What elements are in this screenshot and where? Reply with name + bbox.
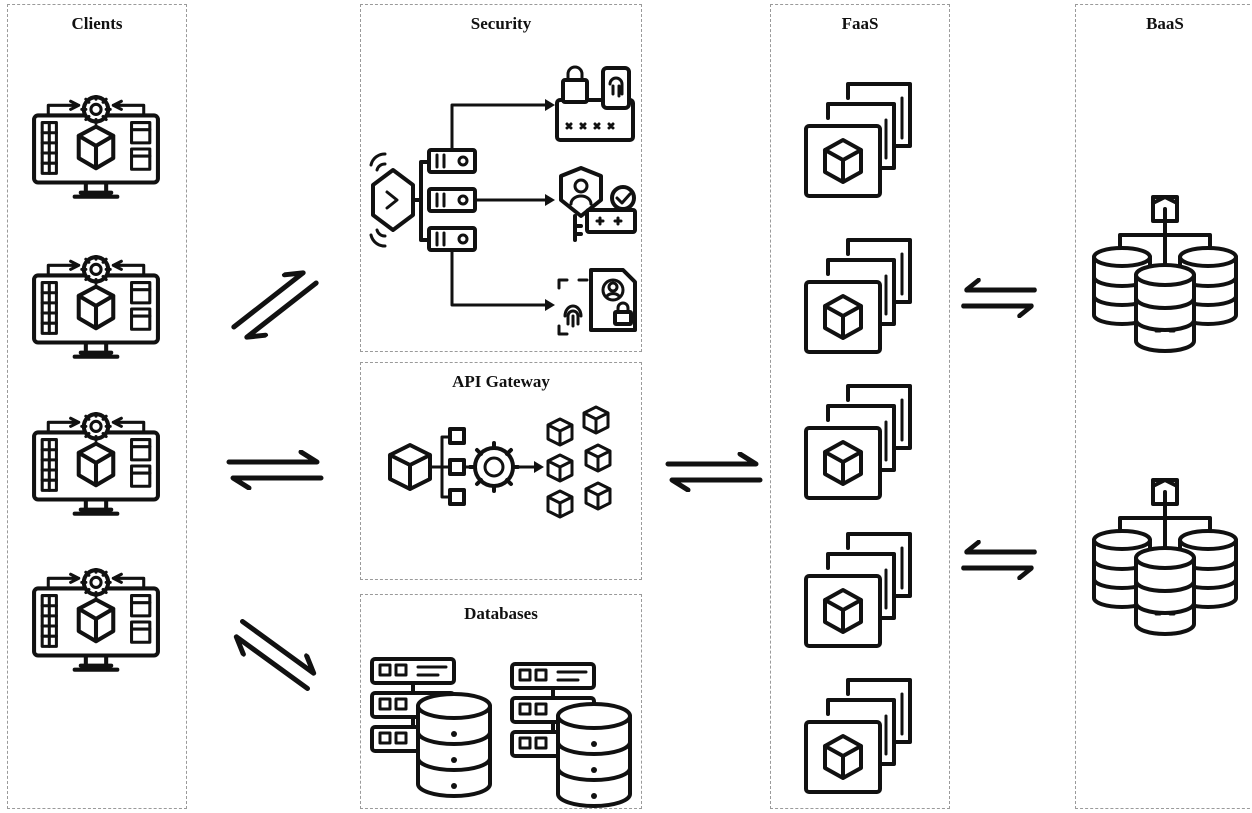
function-cube-icon bbox=[798, 236, 918, 356]
bidirectional-arrow-icon bbox=[960, 540, 1038, 580]
api-gateway-title: API Gateway bbox=[452, 372, 550, 391]
client-monitor-icon bbox=[30, 568, 162, 680]
api-gateway-icon bbox=[388, 405, 612, 519]
bidirectional-arrow-icon bbox=[664, 452, 764, 492]
database-cylinder-icon bbox=[414, 690, 494, 800]
client-monitor-icon bbox=[30, 412, 162, 524]
security-title: Security bbox=[470, 14, 532, 33]
client-monitor-icon bbox=[30, 95, 162, 207]
database-cluster-icon bbox=[1090, 195, 1240, 355]
baas-panel: BaaS bbox=[1075, 4, 1252, 809]
function-cube-icon bbox=[798, 676, 918, 796]
database-cluster-icon bbox=[1090, 478, 1240, 638]
bidirectional-arrow-icon bbox=[225, 450, 325, 490]
bidirectional-arrow-icon bbox=[223, 609, 327, 700]
database-cylinder-icon bbox=[554, 700, 634, 810]
baas-title: BaaS bbox=[1146, 14, 1184, 33]
client-monitor-icon bbox=[30, 255, 162, 367]
faas-title: FaaS bbox=[841, 14, 879, 33]
bidirectional-arrow-icon bbox=[960, 278, 1038, 318]
function-cube-icon bbox=[798, 382, 918, 502]
bidirectional-arrow-icon bbox=[223, 258, 326, 351]
security-flow-icon bbox=[369, 65, 637, 336]
function-cube-icon bbox=[798, 530, 918, 650]
function-cube-icon bbox=[798, 80, 918, 200]
clients-title: Clients bbox=[71, 14, 123, 33]
databases-title: Databases bbox=[464, 604, 538, 623]
